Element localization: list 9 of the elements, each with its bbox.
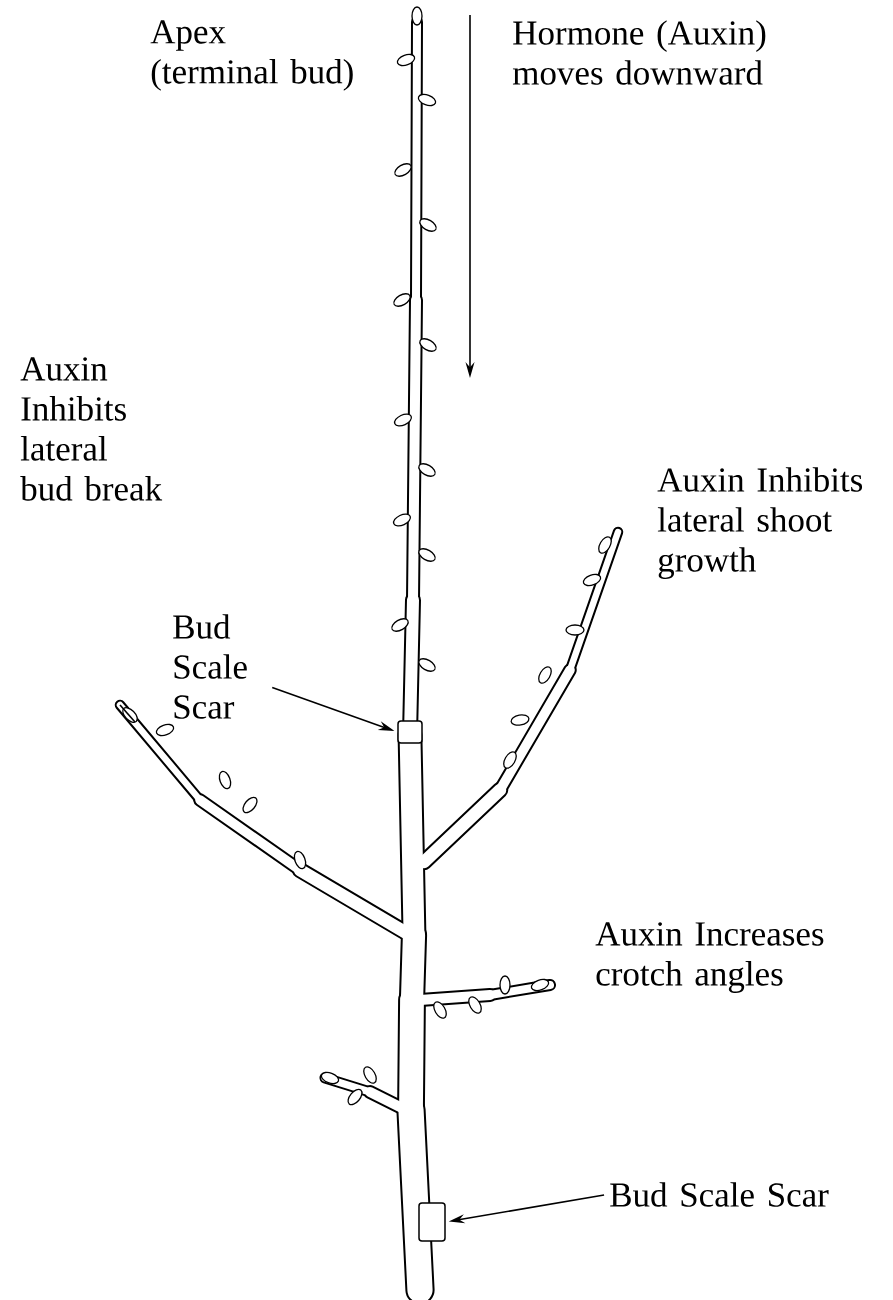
annotation-text: Auxin Increases crotch angles [595,922,824,993]
bud-scale-scar [418,1202,446,1242]
bud-scale-scar [397,720,423,744]
annotation-text: Bud Scale Scar [610,1182,829,1207]
annotation-text: Hormone (Auxin) moves downward [512,20,766,85]
annotation-text: Bud Scale Scar [173,614,247,719]
annotation-text: Auxin Inhibits lateral shoot growth [657,467,863,580]
annotation-text: Apex (terminal bud) [150,20,353,91]
annotation-text: Auxin Inhibits lateral bud break [20,357,163,501]
